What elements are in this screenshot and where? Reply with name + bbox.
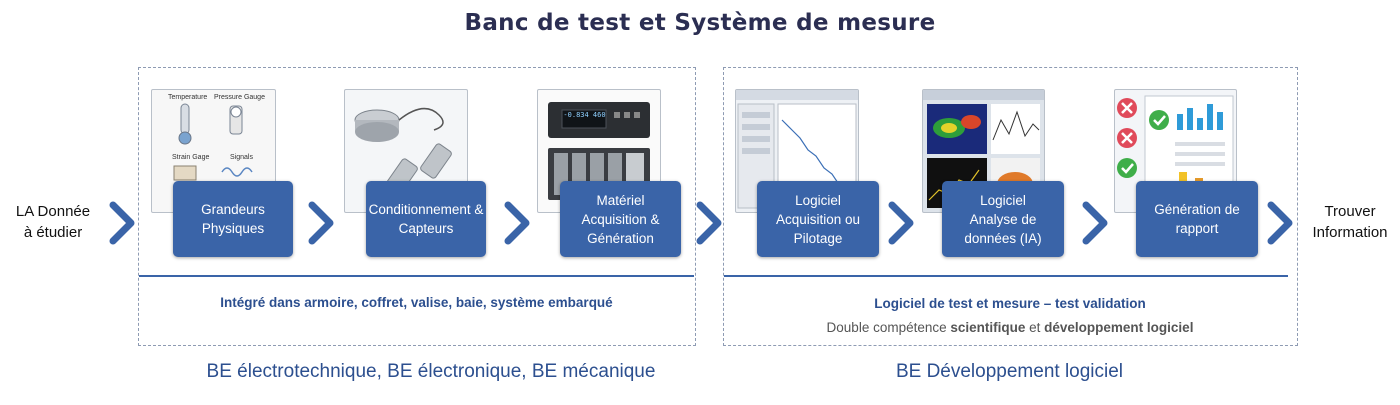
chevron-right-icon: [308, 201, 334, 245]
left-group-caption: Intégré dans armoire, coffret, valise, b…: [220, 295, 613, 310]
output-label-line-2: Information: [1312, 224, 1388, 241]
input-label: LA Donnée à étudier: [0, 201, 106, 243]
caption-part-1: Double compétence: [826, 320, 951, 335]
instrument-display-readout: -0.834 460: [563, 111, 606, 119]
step-materiel-acquisition: Matériel Acquisition & Génération: [560, 181, 681, 257]
chevron-right-icon: [696, 201, 722, 245]
left-group-box: [138, 67, 696, 346]
output-label-line-1: Trouver: [1324, 203, 1376, 220]
caption-part-developpement: développement logiciel: [1044, 320, 1194, 335]
right-group-caption: Logiciel de test et mesure – test valida…: [874, 296, 1146, 311]
step-grandeurs-physiques-label: Grandeurs Physiques: [201, 202, 265, 236]
left-group-divider: [139, 275, 694, 277]
step-conditionnement-capteurs-label: Conditionnement & Capteurs: [368, 202, 484, 236]
step-logiciel-analyse: Logiciel Analyse de données (IA): [942, 181, 1064, 257]
input-label-line-2: à étudier: [23, 224, 83, 241]
right-group-box: [723, 67, 1298, 346]
step-logiciel-acquisition-label: Logiciel Acquisition ou Pilotage: [775, 192, 861, 246]
step-logiciel-analyse-label: Logiciel Analyse de données (IA): [964, 192, 1042, 246]
input-label-line-1: LA Donnée: [15, 203, 91, 220]
thumb-label-pressure: Pressure Gauge: [214, 94, 265, 101]
thumb-label-strain: Strain Gage: [172, 154, 210, 161]
step-generation-rapport-label: Génération de rapport: [1154, 202, 1240, 236]
right-group-caption-2: Double compétence scientifique et dévelo…: [724, 320, 1296, 335]
thumb-label-signals: Signals: [230, 154, 253, 161]
left-group-footer: BE électrotechnique, BE électronique, BE…: [206, 361, 656, 382]
right-group-footer: BE Développement logiciel: [895, 361, 1124, 382]
chevron-right-icon: [504, 201, 530, 245]
chevron-right-icon: [109, 201, 135, 245]
caption-part-scientifique: scientifique: [950, 320, 1026, 335]
step-conditionnement-capteurs: Conditionnement & Capteurs: [366, 181, 486, 257]
output-label: Trouver Information: [1300, 201, 1400, 243]
chevron-right-icon: [1082, 201, 1108, 245]
step-logiciel-acquisition: Logiciel Acquisition ou Pilotage: [757, 181, 879, 257]
diagram-title: Banc de test et Système de mesure: [464, 10, 936, 36]
step-generation-rapport: Génération de rapport: [1136, 181, 1258, 257]
caption-part-et: et: [1025, 320, 1045, 335]
chevron-right-icon: [888, 201, 914, 245]
step-grandeurs-physiques: Grandeurs Physiques: [173, 181, 293, 257]
step-materiel-acquisition-label: Matériel Acquisition & Génération: [581, 192, 660, 246]
right-group-divider: [724, 275, 1288, 277]
chevron-right-icon: [1267, 201, 1293, 245]
thumb-label-temperature: Temperature: [168, 94, 208, 101]
